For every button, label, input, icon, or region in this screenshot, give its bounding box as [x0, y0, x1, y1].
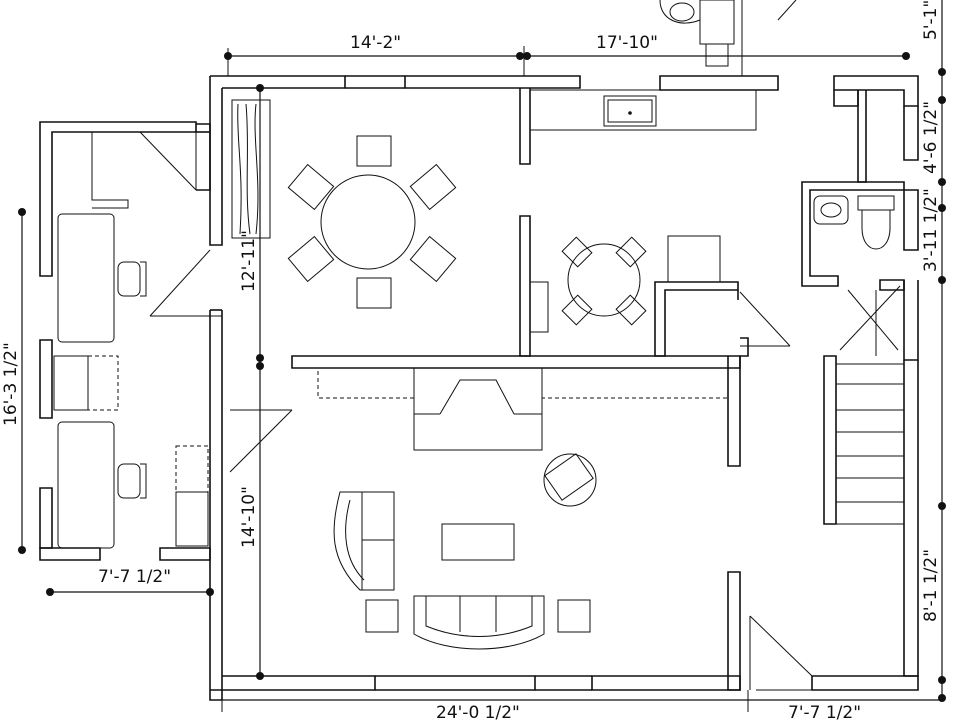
dimension-lines [18, 0, 946, 712]
dim-right-kitchen: 4'-6 1/2" [921, 101, 941, 174]
dim-bottom-main: 24'-0 1/2" [436, 703, 520, 720]
dim-top-right: 17'-10" [596, 33, 658, 53]
coffee-table [441, 523, 515, 561]
sofa [413, 595, 545, 650]
door-swings [229, 285, 901, 691]
dim-living-height: 14'-10" [239, 486, 259, 548]
fireplace [317, 367, 729, 451]
dim-bottom-right: 7'-7 1/2" [788, 703, 861, 720]
dim-top-left: 14'-2" [350, 33, 401, 53]
end-table [365, 599, 399, 633]
staircase [835, 363, 905, 525]
end-table [557, 599, 591, 633]
left-wing [39, 121, 222, 561]
exterior-walls [209, 75, 919, 701]
dimension-labels: 14'-2" 17'-10" 5'-1" 4'-6 1/2" 3'-11 1/2… [1, 0, 941, 720]
office-chair [117, 463, 147, 499]
dining-table [287, 135, 457, 309]
dim-right-bath: 3'-11 1/2" [921, 188, 941, 272]
loveseat [333, 491, 395, 591]
upper-fixture [659, 0, 797, 76]
dim-dining-height: 12'-11" [239, 230, 259, 292]
dim-right-lower: 8'-1 1/2" [921, 549, 941, 622]
dim-left-wing: 16'-3 1/2" [1, 342, 21, 426]
office-chair [117, 261, 147, 297]
dim-left-wing-bottom: 7'-7 1/2" [98, 567, 171, 587]
interior-walls [196, 88, 905, 691]
wood-storage [231, 99, 271, 239]
armchair [543, 453, 597, 507]
kitchen-sink [603, 95, 657, 127]
breakfast-table [561, 236, 647, 326]
dim-right-top: 5'-1" [921, 0, 941, 40]
bathroom-fixtures [813, 195, 895, 250]
